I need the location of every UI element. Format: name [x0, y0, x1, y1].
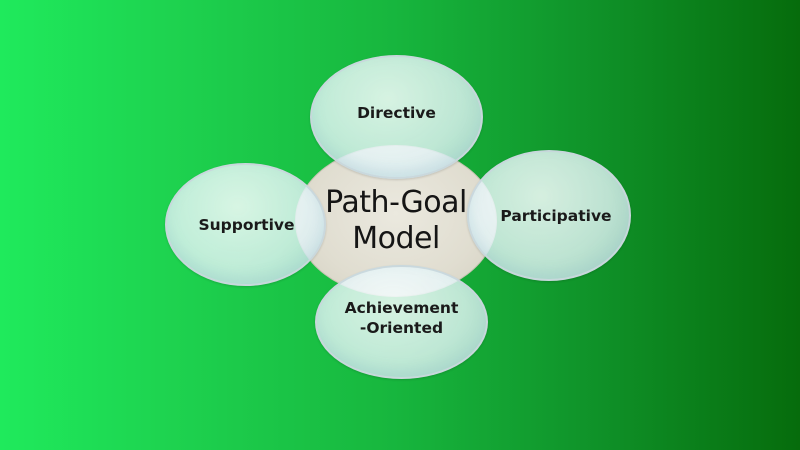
- node-supportive: Supportive: [165, 163, 326, 286]
- node-achievement-oriented-label: Achievement -Oriented: [345, 298, 459, 338]
- node-participative-label: Participative: [500, 206, 612, 225]
- node-participative: Participative: [467, 150, 631, 281]
- node-achievement-oriented-line2: -Oriented: [359, 319, 444, 337]
- node-supportive-label: Supportive: [198, 215, 295, 234]
- node-directive-label: Directive: [357, 104, 436, 122]
- node-achievement-oriented-line1: Achievement: [344, 299, 459, 317]
- center-label-line1: Path-Goal: [325, 185, 467, 220]
- center-label: Path-Goal Model: [295, 145, 497, 297]
- node-achievement-oriented: Achievement -Oriented: [315, 265, 488, 379]
- center-label-line2: Model: [352, 221, 440, 256]
- node-directive: Directive: [310, 55, 483, 179]
